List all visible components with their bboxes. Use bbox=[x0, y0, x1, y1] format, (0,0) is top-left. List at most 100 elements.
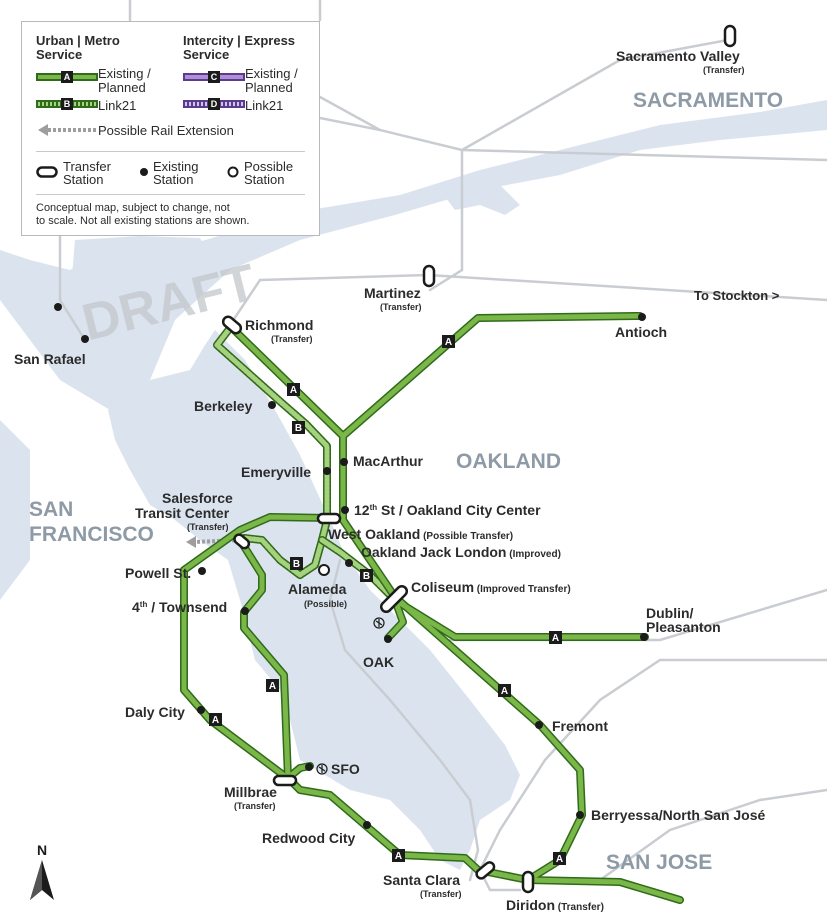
label-santa-clara-sub: (Transfer) bbox=[420, 889, 462, 899]
legend-existing-planned-c-2: Planned bbox=[245, 80, 293, 95]
badge-b: B bbox=[292, 421, 305, 434]
legend-existing-planned-c-1: Existing / bbox=[245, 66, 298, 81]
label-richmond-sub: (Transfer) bbox=[271, 334, 313, 344]
metro-line-a-segment bbox=[392, 597, 648, 640]
badge-b: B bbox=[360, 569, 373, 582]
svg-text:A: A bbox=[552, 633, 559, 644]
metro-line-a-segment bbox=[525, 877, 683, 903]
legend-existing-2: Station bbox=[153, 172, 194, 187]
transfer-sacramento-valley[interactable] bbox=[723, 24, 737, 48]
station-redwood-city[interactable] bbox=[363, 821, 371, 829]
label-jack-london: Oakland Jack London (Improved) bbox=[361, 544, 561, 560]
bay-water bbox=[0, 100, 827, 870]
badge-a: A bbox=[549, 631, 562, 644]
svg-text:A: A bbox=[556, 854, 563, 865]
label-dublin-2: Pleasanton bbox=[646, 619, 721, 635]
station-12th-st[interactable] bbox=[341, 506, 349, 514]
road-network bbox=[58, 0, 827, 892]
label-salesforce-sub: (Transfer) bbox=[187, 522, 229, 532]
transfer-coliseum[interactable] bbox=[379, 584, 409, 614]
label-alameda-sub: (Possible) bbox=[304, 599, 347, 609]
metro-line-a-segment bbox=[385, 597, 406, 641]
legend-intercity-heading-2: Service bbox=[183, 47, 230, 62]
transfer-richmond[interactable] bbox=[221, 315, 243, 336]
transfer-martinez[interactable] bbox=[422, 264, 436, 288]
station-daly-city[interactable] bbox=[197, 706, 205, 714]
station-powell[interactable] bbox=[198, 567, 206, 575]
legend-link21-d: Link21 bbox=[245, 98, 284, 113]
station-labels: Sacramento Valley (Transfer) Martinez (T… bbox=[14, 48, 780, 913]
link21-line-b bbox=[213, 324, 399, 604]
svg-text:B: B bbox=[295, 423, 302, 434]
station-emeryville[interactable] bbox=[323, 467, 331, 475]
map-legend: Urban | Metro Service Intercity | Expres… bbox=[21, 21, 320, 236]
label-powell: Powell St. bbox=[125, 565, 191, 581]
label-sfo: SFO bbox=[331, 761, 360, 777]
legend-badge-c: C bbox=[208, 71, 220, 83]
compass-n: N bbox=[37, 842, 47, 858]
badge-a: A bbox=[392, 849, 405, 862]
existing-stations bbox=[54, 303, 648, 829]
legend-possible-1: Possible bbox=[244, 159, 294, 174]
svg-text:B: B bbox=[363, 571, 370, 582]
badge-a: A bbox=[442, 335, 455, 348]
legend-existing-icon bbox=[140, 168, 148, 176]
transfer-millbrae[interactable] bbox=[272, 774, 298, 787]
badge-a: A bbox=[266, 679, 279, 692]
label-millbrae: Millbrae bbox=[224, 784, 277, 800]
label-coliseum: Coliseum (Improved Transfer) bbox=[411, 579, 571, 595]
label-antioch: Antioch bbox=[615, 324, 667, 340]
label-dublin-1: Dublin/ bbox=[646, 605, 694, 621]
station-townsend[interactable] bbox=[241, 607, 249, 615]
transfer-stations bbox=[221, 24, 737, 894]
label-berkeley: Berkeley bbox=[194, 398, 253, 414]
transfer-santa-clara[interactable] bbox=[475, 861, 496, 881]
label-martinez: Martinez bbox=[364, 285, 421, 301]
svg-text:A: A bbox=[395, 851, 402, 862]
station-san-rafael-a[interactable] bbox=[54, 303, 62, 311]
label-millbrae-sub: (Transfer) bbox=[234, 801, 276, 811]
station-sfo[interactable] bbox=[305, 763, 313, 771]
legend-existing-1: Existing bbox=[153, 159, 199, 174]
north-arrow: N bbox=[30, 842, 54, 900]
label-west-oakland: West Oakland (Possible Transfer) bbox=[328, 526, 513, 542]
legend-badge-d: D bbox=[208, 98, 220, 110]
transfer-city-center[interactable] bbox=[316, 512, 342, 525]
station-macarthur[interactable] bbox=[340, 458, 348, 466]
station-dublin[interactable] bbox=[640, 633, 648, 641]
region-sacramento: SACRAMENTO bbox=[633, 89, 783, 112]
station-antioch[interactable] bbox=[638, 313, 646, 321]
station-san-rafael-b[interactable] bbox=[81, 335, 89, 343]
region-oakland: OAKLAND bbox=[456, 450, 561, 473]
legend-intercity-heading-1: Intercity | Express bbox=[183, 33, 296, 48]
legend-divider-2 bbox=[36, 194, 305, 195]
station-fremont[interactable] bbox=[535, 721, 543, 729]
label-berryessa: Berryessa/North San José bbox=[591, 807, 766, 823]
legend-existing-planned-2: Planned bbox=[98, 80, 146, 95]
transfer-diridon[interactable] bbox=[521, 870, 535, 894]
legend-urban-heading-2: Service bbox=[36, 47, 83, 62]
station-jack-london[interactable] bbox=[345, 559, 353, 567]
transfer-salesforce[interactable] bbox=[233, 533, 251, 550]
legend-note-2: to scale. Not all existing stations are … bbox=[36, 215, 250, 227]
label-emeryville: Emeryville bbox=[241, 464, 311, 480]
legend-divider bbox=[36, 151, 305, 152]
station-berkeley[interactable] bbox=[268, 401, 276, 409]
label-oak: OAK bbox=[363, 654, 394, 670]
legend-existing-planned-1: Existing / bbox=[98, 66, 151, 81]
possible-rail-extension bbox=[194, 538, 241, 544]
station-berryessa[interactable] bbox=[576, 811, 584, 819]
station-alameda-possible[interactable] bbox=[318, 564, 330, 576]
region-san-francisco-1: SAN bbox=[29, 498, 73, 521]
label-san-rafael: San Rafael bbox=[14, 351, 86, 367]
label-sacramento-valley-sub: (Transfer) bbox=[703, 65, 745, 75]
label-daly-city: Daly City bbox=[125, 704, 185, 720]
badge-a: A bbox=[553, 852, 566, 865]
legend-extension-swatch bbox=[38, 124, 98, 136]
badge-b: B bbox=[290, 557, 303, 570]
station-oak[interactable] bbox=[384, 635, 392, 643]
legend-link21: Link21 bbox=[98, 98, 137, 113]
label-redwood-city: Redwood City bbox=[262, 830, 356, 846]
label-fremont: Fremont bbox=[552, 718, 608, 734]
label-salesforce-2: Transit Center bbox=[135, 505, 230, 521]
